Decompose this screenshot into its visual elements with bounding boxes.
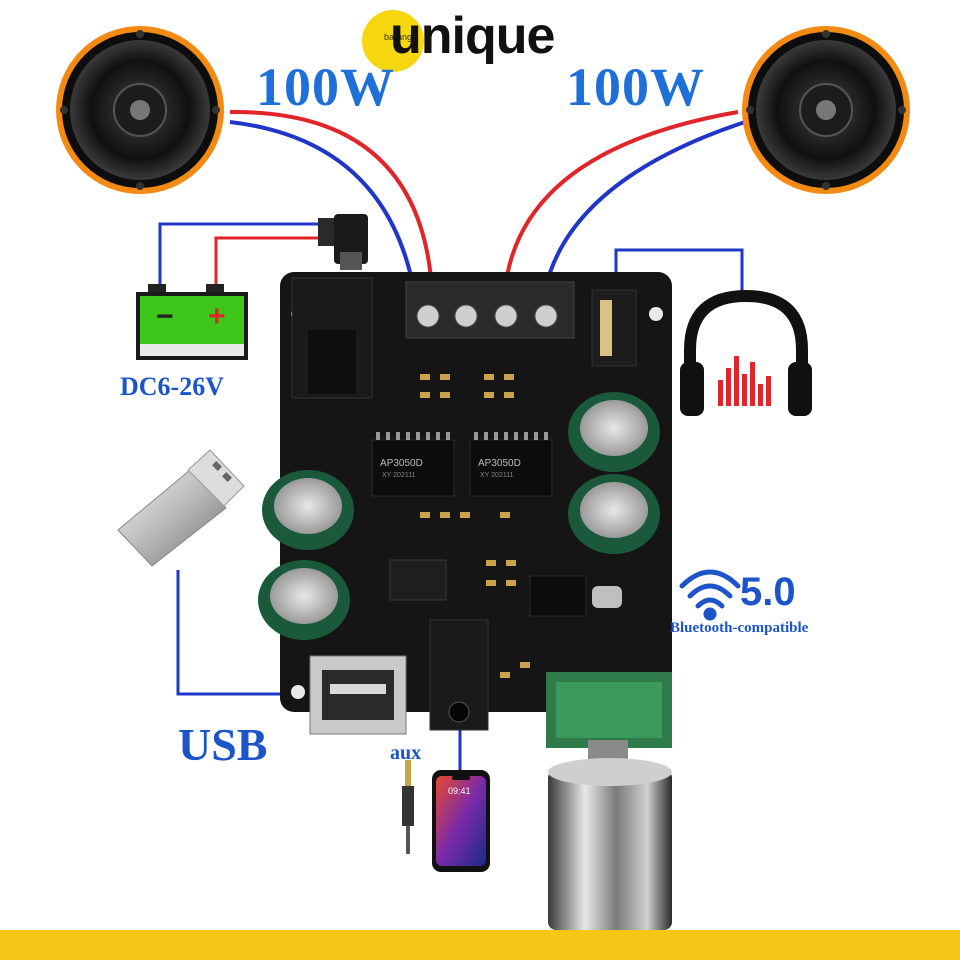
speaker-wires [229,109,746,291]
usb-label: USB [178,719,268,770]
battery-wires [158,222,318,290]
headphones-icon [680,289,812,416]
right-speaker-power: 100W [566,57,705,117]
chip-right-label: AP3050D [478,458,521,469]
left-speaker-icon [56,26,224,194]
usb-wire [176,570,310,696]
left-speaker-power: 100W [256,57,395,117]
dc-plug-icon [318,214,368,270]
capacitors [258,392,660,640]
phone-time: 09:41 [448,786,471,796]
bluetooth-wifi-icon [679,569,741,621]
bluetooth-text: Bluetooth-compatible [670,620,809,636]
brand-small-text: barang [384,32,413,42]
chip-left-sub: XY 202111 [382,472,416,479]
aux-label: aux [390,742,422,764]
bluetooth-version: 5.0 [740,570,796,614]
battery-minus: − [156,300,174,333]
phone-icon [432,770,490,872]
battery-plus: + [208,300,226,333]
aux-cable-icon [402,760,414,854]
brand-logo: barang unique [362,7,602,78]
right-speaker-icon [742,26,910,194]
volume-knob-icon [548,740,672,930]
amplifier-board [258,272,672,748]
chip-right-sub: XY 202111 [480,472,514,479]
battery-icon [136,284,248,360]
bottom-accent-bar [0,930,960,960]
brand-circle-icon [362,10,424,72]
brand-wordmark: unique [390,7,555,65]
chip-left-label: AP3050D [380,458,423,469]
power-label: DC6-26V [120,372,224,401]
usb-stick-icon [117,449,245,567]
